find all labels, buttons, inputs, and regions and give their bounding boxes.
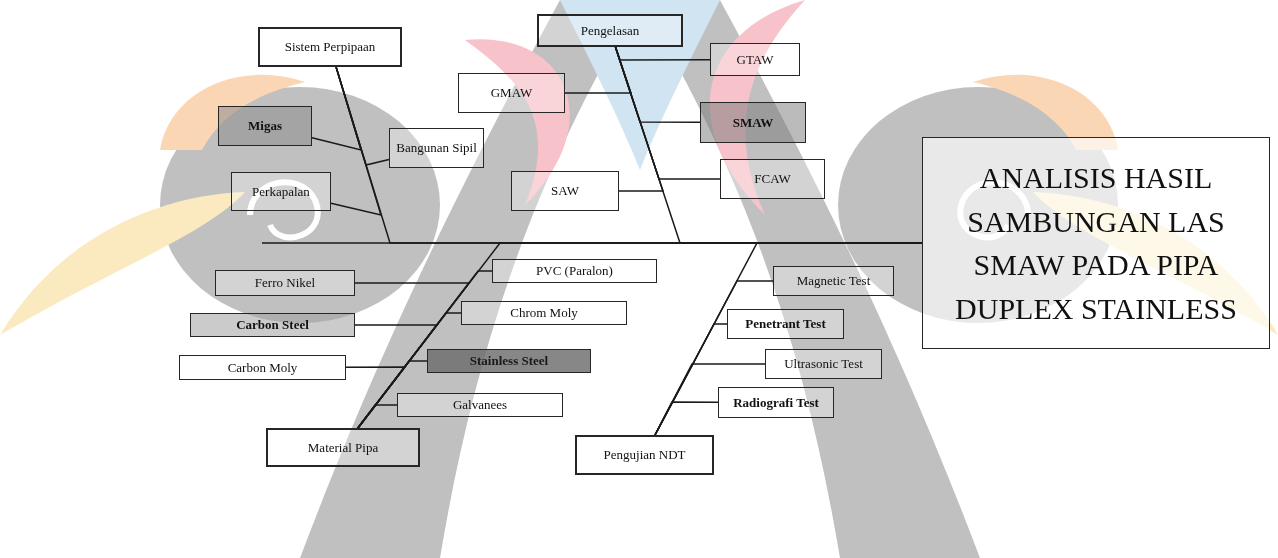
node-label: FCAW xyxy=(754,171,791,187)
node-label: Penetrant Test xyxy=(745,316,826,332)
node-label: Material Pipa xyxy=(308,440,378,456)
cause-box: SAW xyxy=(511,171,619,211)
node-label: Radiografi Test xyxy=(733,395,819,411)
cause-box: GMAW xyxy=(458,73,565,113)
node-label: Galvanees xyxy=(453,397,507,413)
node-label: Ferro Nikel xyxy=(255,275,315,291)
node-label: Ultrasonic Test xyxy=(784,356,863,372)
node-label: Pengelasan xyxy=(581,23,639,39)
node-label: Carbon Steel xyxy=(236,317,309,333)
cause-box: Carbon Moly xyxy=(179,355,346,380)
node-label: Pengujian NDT xyxy=(604,447,686,463)
cause-box: Bangunan Sipil xyxy=(389,128,484,168)
node-label: Stainless Steel xyxy=(470,353,548,369)
category-box: Material Pipa xyxy=(266,428,420,467)
cause-box: SMAW xyxy=(700,102,806,143)
cause-box: Migas xyxy=(218,106,312,146)
cause-box: FCAW xyxy=(720,159,825,199)
cause-box: Chrom Moly xyxy=(461,301,627,325)
cause-box: Penetrant Test xyxy=(727,309,844,339)
node-label: Perkapalan xyxy=(252,184,310,200)
fishbone-line xyxy=(358,405,397,428)
effect-box: ANALISIS HASIL SAMBUNGAN LAS SMAW PADA P… xyxy=(922,137,1270,349)
cause-box: Carbon Steel xyxy=(190,313,355,337)
category-box: Sistem Perpipaan xyxy=(258,27,402,67)
category-box: Pengelasan xyxy=(537,14,683,47)
node-label: SMAW xyxy=(733,115,773,131)
fishbone-line xyxy=(655,243,922,435)
node-label: GMAW xyxy=(491,85,533,101)
cause-box: Ultrasonic Test xyxy=(765,349,882,379)
node-label: SAW xyxy=(551,183,579,199)
fishbone-line xyxy=(655,324,727,435)
cause-box: Radiografi Test xyxy=(718,387,834,418)
node-label: ANALISIS HASIL SAMBUNGAN LAS SMAW PADA P… xyxy=(931,156,1261,330)
fishbone-line xyxy=(312,67,361,150)
cause-box: Magnetic Test xyxy=(773,266,894,296)
fishbone-line xyxy=(615,47,922,243)
node-label: Sistem Perpipaan xyxy=(285,39,376,55)
category-box: Pengujian NDT xyxy=(575,435,714,475)
node-label: Migas xyxy=(248,118,282,134)
cause-box: Ferro Nikel xyxy=(215,270,355,296)
node-label: Magnetic Test xyxy=(797,273,871,289)
fishbone-line xyxy=(336,67,389,165)
cause-box: Stainless Steel xyxy=(427,349,591,373)
cause-box: PVC (Paralon) xyxy=(492,259,657,283)
fishbone-line xyxy=(565,47,631,93)
cause-box: Galvanees xyxy=(397,393,563,417)
cause-box: Perkapalan xyxy=(231,172,331,211)
node-label: Carbon Moly xyxy=(228,360,298,376)
cause-box: GTAW xyxy=(710,43,800,76)
node-label: GTAW xyxy=(737,52,774,68)
fishbone-line xyxy=(616,47,710,60)
node-label: PVC (Paralon) xyxy=(536,263,613,279)
node-label: Chrom Moly xyxy=(510,305,578,321)
fishbone-line xyxy=(331,67,381,215)
fishbone-line xyxy=(358,243,922,428)
node-label: Bangunan Sipil xyxy=(396,140,477,156)
